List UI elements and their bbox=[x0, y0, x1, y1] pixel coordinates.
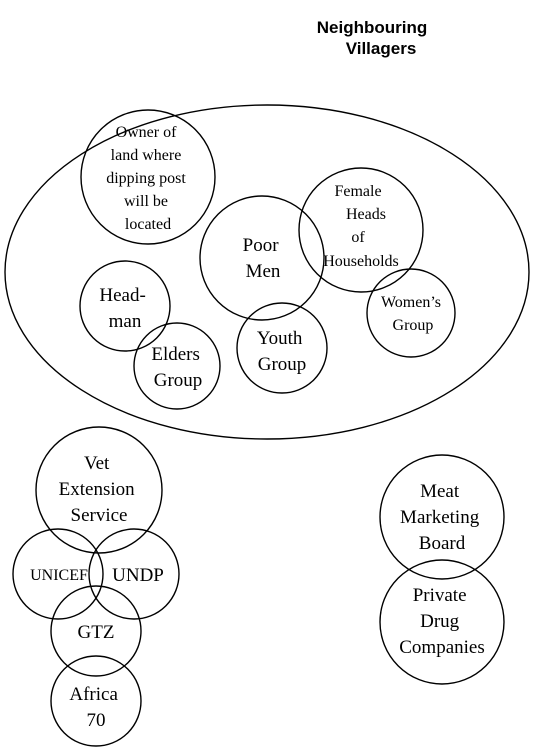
private-drug-circle: Private Drug Companies bbox=[379, 559, 505, 685]
svg-text:Owner of land where: Owner of land where dipping post will be… bbox=[106, 124, 190, 233]
elders-group-label-2: Group bbox=[154, 370, 203, 391]
svg-text:Private Drug Compa: Private Drug Companies bbox=[399, 585, 485, 658]
private-drug-label-1: Private bbox=[413, 585, 467, 606]
poor-men-circle: Poor Men bbox=[199, 195, 325, 321]
vet-extension-label-1: Vet bbox=[84, 453, 110, 474]
headman-label-1: Head- bbox=[99, 285, 145, 306]
female-heads-label-3: of bbox=[351, 229, 365, 246]
poor-men-label-1: Poor bbox=[243, 235, 280, 256]
neighbouring-villagers-title-line1: Neighbouring bbox=[317, 18, 427, 37]
africa70-label-1: Africa bbox=[69, 684, 118, 705]
gtz-label: GTZ bbox=[78, 622, 115, 643]
landowner-label-3: dipping post bbox=[106, 170, 186, 187]
meat-marketing-label-1: Meat bbox=[420, 481, 460, 502]
headman-circle: Head- man bbox=[79, 260, 171, 352]
female-heads-circle: Female Heads of Households bbox=[298, 167, 424, 293]
svg-text:GTZ: GTZ bbox=[78, 622, 115, 643]
svg-text:UNDP: UNDP bbox=[112, 565, 164, 586]
womens-group-circle: Women’s Group bbox=[366, 268, 456, 358]
svg-text:Meat Marketing Boa: Meat Marketing Board bbox=[400, 481, 484, 554]
svg-text:UNICEF: UNICEF bbox=[30, 567, 88, 584]
svg-text:Head- man: Head- man bbox=[99, 285, 150, 332]
landowner-label-2: land where bbox=[111, 147, 182, 164]
landowner-label-1: Owner of bbox=[116, 124, 178, 141]
female-heads-label-2: Heads bbox=[346, 206, 386, 223]
womens-group-label-1: Women’s bbox=[381, 294, 441, 311]
neighbouring-villagers-title-line2: Villagers bbox=[346, 39, 417, 58]
africa70-circle: Africa 70 bbox=[50, 655, 142, 747]
meat-marketing-label-2: Marketing bbox=[400, 507, 480, 528]
svg-text:Africa 70: Africa 70 bbox=[69, 684, 122, 731]
landowner-label-5: located bbox=[125, 216, 171, 233]
youth-group-label-2: Group bbox=[258, 354, 307, 375]
meat-marketing-circle: Meat Marketing Board bbox=[379, 454, 505, 580]
headman-label-2: man bbox=[109, 311, 142, 332]
elders-group-label-1: Elders bbox=[151, 344, 200, 365]
svg-text:Poor Men: Poor Men bbox=[243, 235, 284, 282]
female-heads-label-1: Female bbox=[334, 183, 381, 200]
gtz-circle: GTZ bbox=[50, 585, 142, 677]
svg-text:Women’s Group: Women’s Group bbox=[381, 294, 445, 334]
vet-extension-circle: Vet Extension Service bbox=[35, 426, 163, 554]
private-drug-label-3: Companies bbox=[399, 637, 485, 658]
meat-marketing-label-3: Board bbox=[419, 533, 466, 554]
landowner-label-4: will be bbox=[124, 193, 168, 210]
unicef-circle: UNICEF bbox=[12, 528, 104, 620]
youth-group-label-1: Youth bbox=[257, 328, 303, 349]
poor-men-label-2: Men bbox=[246, 261, 281, 282]
vet-extension-label-2: Extension bbox=[59, 479, 135, 500]
undp-label: UNDP bbox=[112, 565, 164, 586]
neighbouring-villagers-ellipse bbox=[4, 104, 530, 440]
svg-text:Elders Group: Elders Group bbox=[151, 344, 204, 391]
africa70-label-2: 70 bbox=[87, 710, 106, 731]
landowner-circle: Owner of land where dipping post will be… bbox=[80, 109, 216, 245]
svg-text:Vet Extension Serv: Vet Extension Service bbox=[59, 453, 140, 526]
youth-group-circle: Youth Group bbox=[236, 302, 328, 394]
unicef-label: UNICEF bbox=[30, 567, 88, 584]
female-heads-label-4: Households bbox=[323, 253, 399, 270]
womens-group-label-2: Group bbox=[393, 317, 434, 334]
svg-text:Female Heads of: Female Heads of Households bbox=[323, 183, 399, 270]
private-drug-label-2: Drug bbox=[420, 611, 460, 632]
elders-group-circle: Elders Group bbox=[133, 322, 221, 410]
svg-text:Youth Group: Youth Group bbox=[257, 328, 307, 375]
vet-extension-label-3: Service bbox=[71, 505, 128, 526]
undp-circle: UNDP bbox=[88, 528, 180, 620]
